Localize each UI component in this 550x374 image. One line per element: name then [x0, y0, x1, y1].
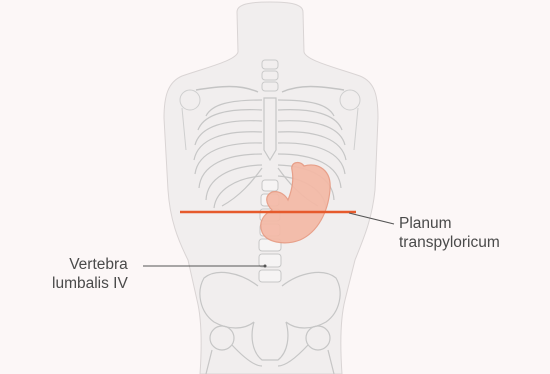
vertebra-leader-dot — [264, 265, 267, 268]
vertebra-lumbalis-label: Vertebra lumbalis IV — [52, 255, 128, 293]
planum-transpyloricum-label: Planum transpyloricum — [399, 214, 500, 252]
vertebra-label-line2: lumbalis IV — [52, 274, 128, 293]
planum-label-line2: transpyloricum — [399, 233, 500, 252]
planum-label-line1: Planum — [399, 214, 500, 233]
vertebra-label-line1: Vertebra — [52, 255, 128, 274]
